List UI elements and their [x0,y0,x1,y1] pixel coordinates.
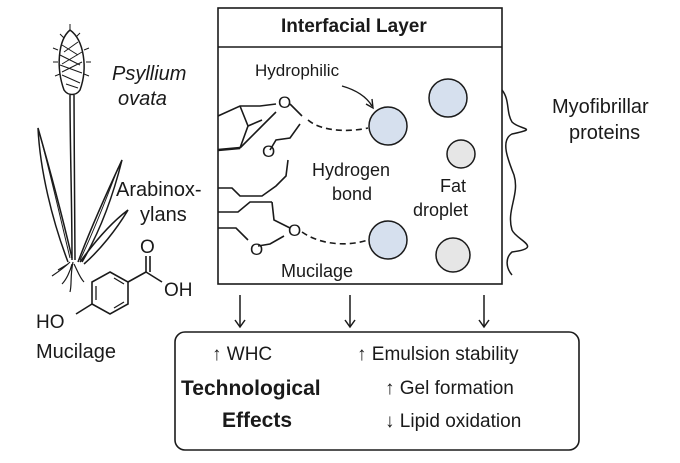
myofibrillar-label-line2: proteins [569,122,641,144]
fat-droplet-upper [446,139,476,169]
droplet-blue-right [428,78,468,118]
ring-oxygen-upper-1: O [278,93,292,112]
technological-effects-box [174,331,580,451]
effect-arrows [234,295,490,329]
interfacial-layer-title: Interfacial Layer [281,16,427,37]
droplet-blue-upper [368,106,408,146]
effects-title-line1: Technological [181,377,321,400]
arabinoxylans-label-line2: ylans [140,204,187,226]
hydrophilic-arrowhead [365,98,374,110]
fat-droplet-lower [435,237,471,273]
hydroxyl-ho-label: HO [36,312,65,333]
carbonyl-o-label: O [140,237,155,258]
effect-whc: ↑ WHC [212,344,273,365]
myofibrillar-label-line1: Myofibrillar [552,96,649,118]
myofibrillar-membrane-line [501,89,529,276]
ring-oxygen-lower-2: O [250,240,264,259]
hydrophilic-arrow [341,85,373,107]
hydrophilic-label: Hydrophilic [255,61,340,80]
hydrogen-bond-lower [301,231,369,245]
effect-lipid-oxidation: ↓ Lipid oxidation [385,411,522,432]
hydrogen-bond-upper [307,119,369,132]
fat-droplet-label-line2: droplet [413,200,469,220]
carboxyl-oh-label: OH [164,280,193,301]
polysaccharide-chain [217,103,303,247]
arabinoxylans-label-line1: Arabinox- [116,179,202,201]
ring-oxygen-lower-1: O [288,221,302,240]
psyllium-plant-illustration [37,24,129,293]
fat-droplet-label-line1: Fat [440,176,467,196]
ring-oxygen-upper-2: O [262,142,276,161]
effect-gel-formation: ↑ Gel formation [385,378,514,399]
droplet-blue-lower [368,220,408,260]
hydrogen-bond-label-line2: bond [332,184,373,204]
effects-title-line2: Effects [222,409,293,432]
plant-name-line2: ovata [118,88,167,110]
mucilage-chemical-structure [75,256,163,315]
mucilage-layer-label: Mucilage [281,261,354,281]
mucilage-structure-caption: Mucilage [36,341,117,363]
hydrogen-bond-label-line1: Hydrogen [312,160,391,180]
effect-emulsion-stability: ↑ Emulsion stability [357,344,519,365]
plant-name-line1: Psyllium [112,63,187,85]
